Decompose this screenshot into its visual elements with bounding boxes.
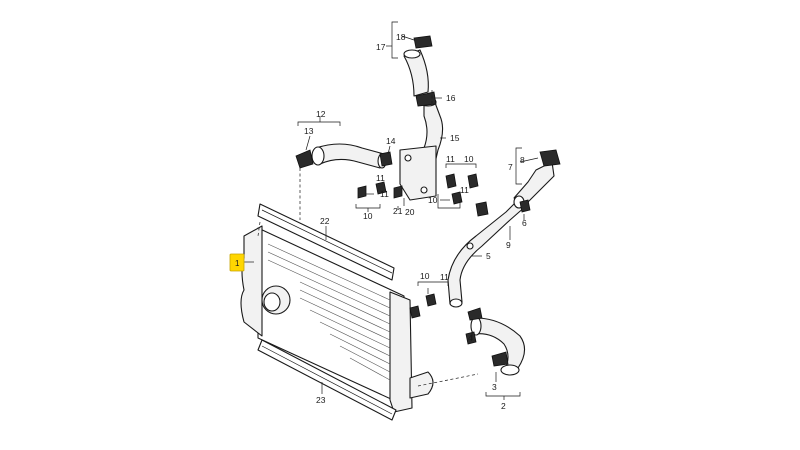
label-10b: 10 [464, 154, 474, 164]
label-5: 5 [486, 251, 491, 261]
label-17: 17 [376, 42, 386, 52]
label-16: 16 [446, 93, 456, 103]
core-fins [267, 243, 391, 381]
label-20: 20 [405, 207, 415, 217]
label-9: 9 [506, 240, 511, 250]
label-10a: 10 [363, 211, 373, 221]
label-6: 6 [522, 218, 527, 228]
fasteners [357, 151, 531, 345]
part-numbers: 18 17 16 15 12 13 14 11 11 10 21 20 11 1… [304, 32, 527, 411]
label-11b: 11 [380, 189, 389, 199]
charge-air-hose-lower[interactable] [467, 307, 526, 376]
highlight-callout-1[interactable]: 1 [229, 253, 245, 272]
label-15: 15 [450, 133, 460, 143]
highlight-label: 1 [235, 259, 240, 268]
label-14: 14 [386, 136, 396, 146]
air-guide-upper[interactable] [257, 203, 395, 281]
label-3: 3 [492, 382, 497, 392]
label-11a: 11 [376, 173, 385, 183]
label-11c: 11 [446, 154, 455, 164]
charge-air-pipe[interactable] [399, 97, 444, 201]
charge-air-pipe-right[interactable] [447, 199, 527, 308]
label-11e: 11 [440, 272, 449, 282]
label-2: 2 [501, 401, 506, 411]
assembly-lines [257, 90, 479, 387]
label-23: 23 [316, 395, 326, 405]
label-11d: 11 [460, 185, 469, 195]
hose-right-upper[interactable] [513, 149, 561, 209]
label-18: 18 [396, 32, 406, 42]
leader-lines [244, 21, 539, 400]
charge-air-hose-upper-left[interactable] [295, 143, 387, 169]
label-10d: 10 [420, 271, 430, 281]
air-guide-lower[interactable] [257, 339, 397, 421]
label-13: 13 [304, 126, 314, 136]
label-8: 8 [520, 155, 525, 165]
label-22: 22 [320, 216, 330, 226]
label-21: 21 [393, 206, 403, 216]
intercooler-core[interactable] [240, 225, 434, 413]
label-7: 7 [508, 162, 513, 172]
label-4: 4 [468, 333, 473, 343]
turbo-hose-upper[interactable] [403, 35, 437, 107]
label-10c: 10 [428, 195, 438, 205]
label-12: 12 [316, 109, 326, 119]
